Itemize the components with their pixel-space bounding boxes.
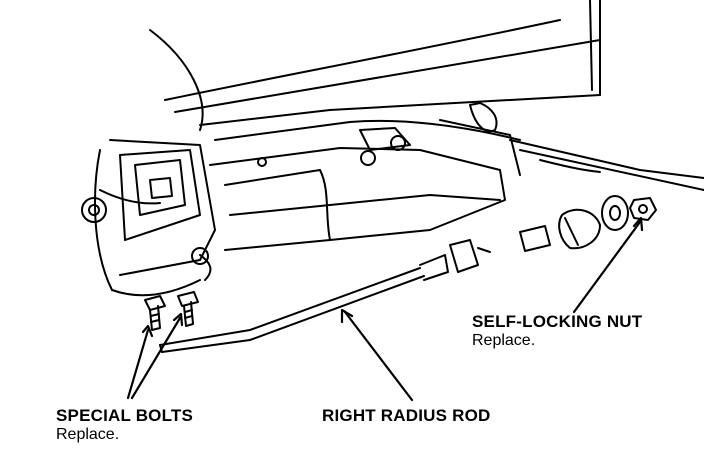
rubber-bushing xyxy=(558,208,601,250)
right-radius-rod xyxy=(159,239,491,353)
special-bolt-right xyxy=(177,291,199,327)
self-locking-nut-callout: SELF-LOCKING NUT Replace. xyxy=(472,312,642,350)
special-bolt-left xyxy=(144,295,166,331)
washer xyxy=(601,195,629,231)
special-bolts-callout: SPECIAL BOLTS Replace. xyxy=(56,406,193,444)
special-bolts-note: Replace. xyxy=(56,425,120,443)
bushing-collar xyxy=(519,225,551,252)
right-radius-rod-callout: RIGHT RADIUS ROD xyxy=(322,406,490,426)
brake-hub-assembly xyxy=(81,139,216,297)
self-locking-nut-note: Replace. xyxy=(472,331,536,349)
self-locking-nut-label: SELF-LOCKING NUT xyxy=(472,312,643,331)
subframe xyxy=(209,119,521,251)
vehicle-body xyxy=(149,0,704,191)
right-radius-rod-label: RIGHT RADIUS ROD xyxy=(322,406,491,425)
special-bolts-label: SPECIAL BOLTS xyxy=(56,406,194,425)
leader-arrows xyxy=(126,216,644,402)
self-locking-nut-part xyxy=(629,197,657,221)
